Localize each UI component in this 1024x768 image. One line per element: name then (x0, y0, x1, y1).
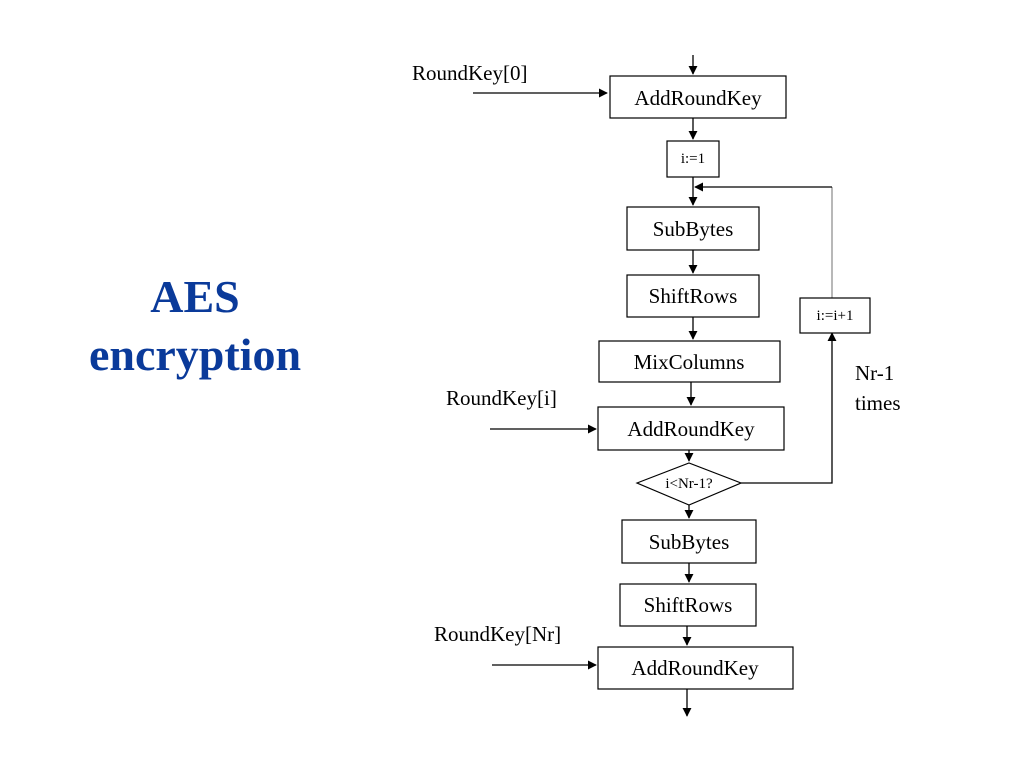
sub-bytes-label-1: SubBytes (653, 217, 734, 241)
decision-label: i<Nr-1? (665, 476, 713, 492)
sub-bytes-label-2: SubBytes (649, 530, 730, 554)
increment-label: i:=i+1 (817, 308, 854, 324)
decision-diamond (635, 462, 743, 506)
round-key-0-label: RoundKey[0] (412, 61, 527, 85)
round-key-nr-label: RoundKey[Nr] (434, 622, 561, 646)
shift-rows-label-1: ShiftRows (649, 284, 738, 308)
round-key-i-label: RoundKey[i] (446, 386, 557, 410)
title-line-2: encryption (88, 329, 302, 380)
add-round-key-box-1 (609, 75, 787, 119)
add-round-key-box-2 (597, 406, 785, 451)
mix-columns-label: MixColumns (634, 350, 745, 374)
arrow-decision-to-increment (741, 332, 837, 484)
loop-note-line-2: times (855, 391, 901, 415)
slide-title: AES encryption (40, 268, 350, 384)
mix-columns-box (598, 340, 781, 383)
shift-rows-box-1 (626, 274, 760, 318)
add-round-key-label-1: AddRoundKey (634, 86, 762, 110)
init-label: i:=1 (681, 151, 705, 167)
increment-box (799, 297, 871, 334)
sub-bytes-box-1 (626, 206, 760, 251)
init-box (666, 140, 720, 178)
add-round-key-label-2: AddRoundKey (627, 417, 755, 441)
sub-bytes-box-2 (621, 519, 757, 564)
add-round-key-label-3: AddRoundKey (631, 656, 759, 680)
loop-note-line-1: Nr-1 (855, 361, 894, 385)
title-line-1: AES (150, 271, 240, 322)
shift-rows-label-2: ShiftRows (644, 593, 733, 617)
add-round-key-box-3 (597, 646, 794, 690)
shift-rows-box-2 (619, 583, 757, 627)
